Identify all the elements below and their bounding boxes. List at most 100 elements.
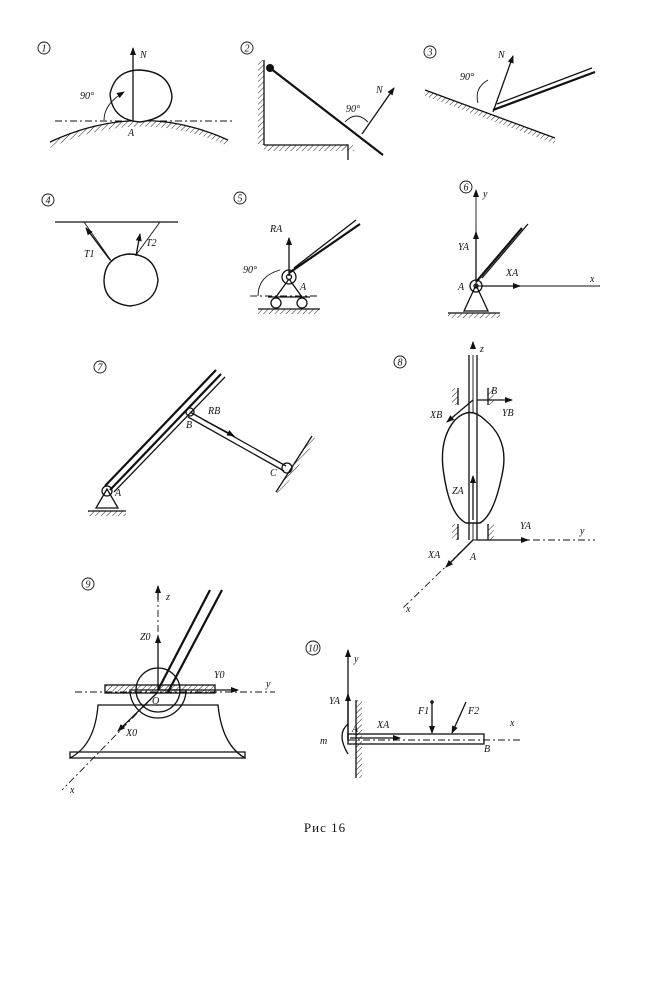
support-leg-right: [288, 278, 303, 298]
figure-number-circle: [393, 355, 407, 369]
hinge-point: [266, 64, 274, 72]
figure-10: 10 y x A B m YA XA F1 F2: [305, 640, 520, 778]
beam-line-2: [109, 373, 222, 491]
surface-hatching: [50, 120, 228, 148]
figure-caption: Рис 16: [304, 820, 346, 835]
figure-4: 4 T1 T2: [41, 193, 178, 307]
label-y: y: [353, 654, 359, 665]
label-y: y: [265, 679, 271, 690]
label-A: A: [114, 488, 122, 499]
beam-AB: [347, 733, 485, 745]
figure-number: 10: [308, 644, 318, 655]
figure-number-circle: [41, 193, 55, 207]
label-x: x: [69, 785, 75, 796]
label-F2: F2: [467, 706, 479, 717]
figure-number-circle: [81, 577, 95, 591]
plate-hatching: [105, 685, 215, 693]
label-XA: XA: [427, 550, 441, 561]
label-F1: F1: [417, 706, 429, 717]
hinge-A-pin: [473, 283, 479, 289]
beam-lower: [475, 227, 523, 283]
hanging-body: [103, 253, 159, 307]
normal-force-arrow: [361, 87, 395, 135]
tension-T2-arrow: [135, 233, 142, 257]
clamp-m: [341, 723, 349, 755]
figure-2: 2 N 90°: [240, 41, 395, 160]
body-stone: [109, 69, 173, 123]
label-x: x: [589, 274, 595, 285]
label-z: z: [165, 592, 170, 603]
figure-number: 8: [398, 358, 403, 369]
beam-lower: [492, 70, 596, 112]
label-X0: X0: [125, 728, 137, 739]
rod-left: [157, 589, 211, 691]
ground-hatching: [258, 309, 320, 314]
ground-hatching: [448, 313, 500, 318]
label-YA: YA: [520, 521, 532, 532]
label-y: y: [482, 189, 488, 200]
figure-number: 2: [245, 44, 250, 55]
label-Y0: Y0: [214, 670, 225, 681]
beam-upper: [496, 67, 593, 105]
label-angle: 90°: [243, 265, 257, 276]
upper-bearing-left-hatching: [452, 388, 458, 405]
label-x: x: [405, 604, 411, 615]
tension-T1-arrow: [85, 227, 111, 261]
roller-left: [270, 297, 282, 309]
label-N: N: [375, 85, 384, 96]
label-angle: 90°: [346, 104, 360, 115]
reaction-X0-arrow: [117, 691, 159, 732]
reaction-XB-arrow: [446, 399, 474, 423]
figure-1: 1 N A 90°: [37, 41, 235, 148]
label-A: A: [351, 724, 359, 735]
label-N: N: [139, 50, 148, 61]
beam-upper: [293, 219, 357, 269]
label-RB: RB: [207, 406, 220, 417]
rod-right: [167, 589, 223, 693]
label-y: y: [579, 526, 585, 537]
force-F1-origin: [430, 700, 434, 704]
beam-lower: [288, 223, 361, 274]
right-angle-arc: [476, 79, 489, 104]
wall-hatching: [356, 700, 362, 778]
label-YA: YA: [458, 242, 470, 253]
figure-8: 8 z y x B A XB YB ZA YA XA: [393, 341, 595, 615]
label-m: m: [320, 736, 327, 747]
figure-9: 9 z y x O Z0 Y0 X0: [61, 577, 275, 796]
label-C: C: [270, 468, 277, 479]
lower-bearing-left-hatching: [452, 524, 458, 540]
right-angle-arc: [103, 91, 125, 121]
upper-bearing-right-hatching: [488, 388, 494, 405]
wall-hatching: [258, 60, 264, 145]
figure-number: 7: [98, 363, 104, 374]
wall-C-hatching: [276, 436, 316, 495]
figure-number: 4: [46, 196, 51, 207]
socket-hatching: [129, 689, 187, 719]
label-T2: T2: [146, 238, 157, 249]
figure-number: 6: [464, 183, 469, 194]
force-F2-arrow: [451, 701, 467, 734]
figure-7: 7 A B C RB: [88, 360, 316, 516]
figure-number-circle: [233, 191, 247, 205]
link-rod-lower: [187, 416, 285, 472]
label-A: A: [469, 552, 477, 563]
label-ZA: ZA: [452, 486, 465, 497]
beam-upper: [481, 223, 529, 279]
right-angle-arc: [344, 115, 369, 123]
rope-right: [135, 221, 161, 256]
label-XA: XA: [505, 268, 519, 279]
figure-6: 6 y x YA XA A: [448, 180, 600, 318]
figure-number: 5: [238, 194, 243, 205]
label-XA: XA: [376, 720, 390, 731]
label-O: O: [152, 696, 159, 707]
label-Z0: Z0: [140, 632, 151, 643]
reaction-RB-arrow: [203, 419, 235, 437]
label-angle: 90°: [460, 72, 474, 83]
label-B: B: [484, 744, 490, 755]
label-x: x: [509, 718, 515, 729]
label-B: B: [186, 420, 192, 431]
label-T1: T1: [84, 249, 95, 260]
label-A: A: [127, 128, 135, 139]
lower-bearing-right-hatching: [488, 524, 494, 540]
